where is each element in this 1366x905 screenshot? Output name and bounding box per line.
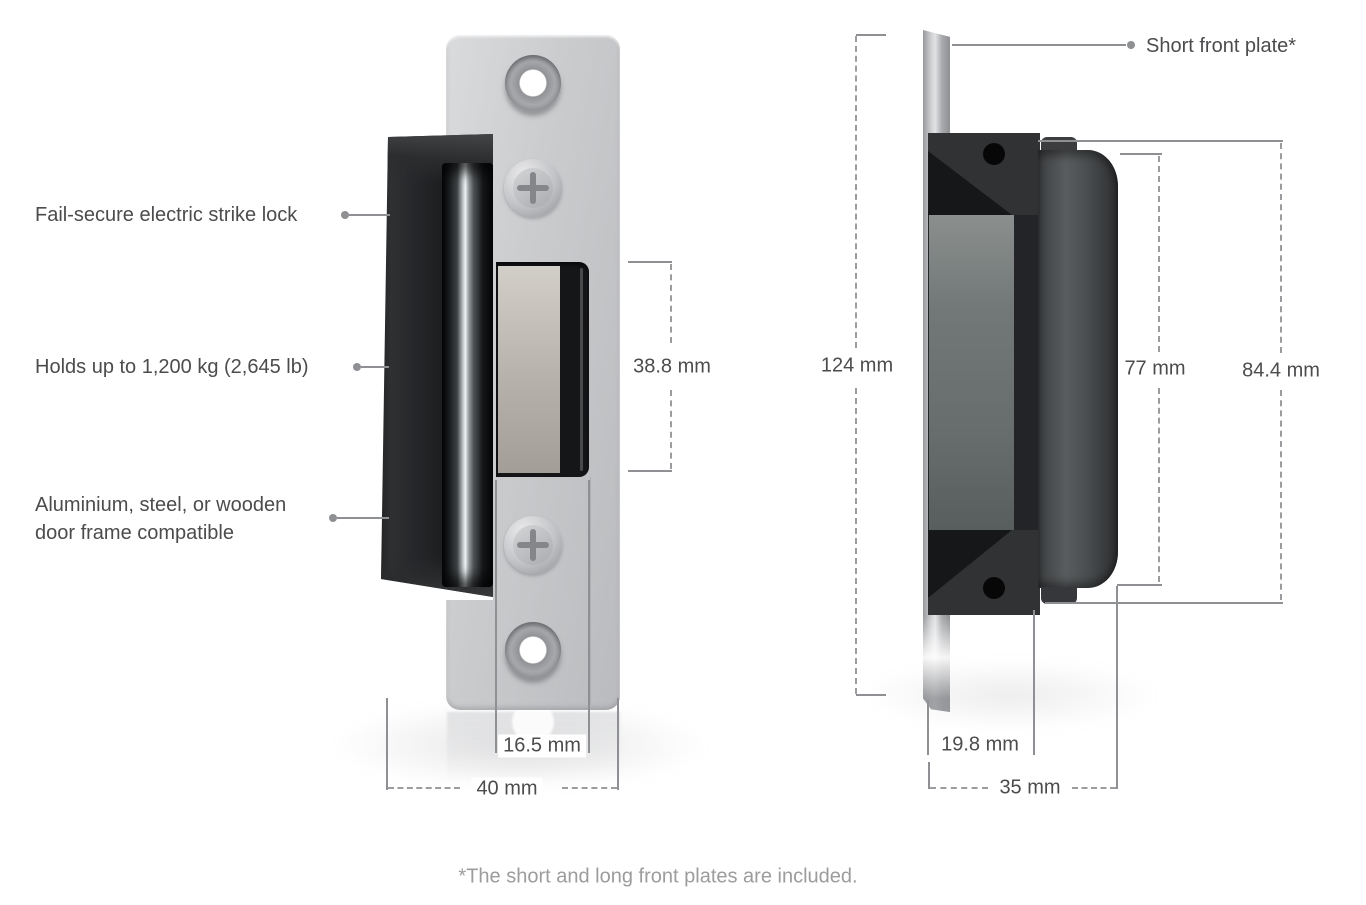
dim-label-overall-body-height: 84.4 mm — [1237, 359, 1325, 383]
dim-dashed-line — [1158, 156, 1160, 352]
screw-hole-top — [983, 143, 1005, 165]
dim-tick — [1038, 140, 1283, 142]
mounting-hole-bottom — [505, 622, 561, 678]
latch-keeper-face — [498, 266, 560, 473]
strike-channel — [442, 163, 493, 587]
dim-dashed-line — [1280, 390, 1282, 600]
callout-short-front-plate: Short front plate* — [1146, 35, 1297, 57]
dim-label-keeper-width: 16.5 mm — [498, 734, 586, 758]
dim-line — [588, 480, 590, 753]
leader-line — [952, 44, 1126, 46]
side-shadow — [860, 660, 1160, 730]
leader-line — [361, 366, 389, 368]
cavity-edge-highlight — [580, 268, 583, 471]
leader-line — [349, 214, 390, 216]
dim-line — [617, 698, 619, 790]
dim-tick — [1120, 153, 1162, 155]
dim-dashed-line — [1280, 143, 1282, 353]
leader-line — [337, 517, 389, 519]
dim-line — [927, 700, 929, 755]
dim-tick — [628, 470, 672, 472]
phillips-screw-bottom — [504, 516, 562, 574]
leader-dot — [353, 363, 361, 371]
dim-dashed-line — [930, 787, 988, 789]
front-plate-seam — [590, 477, 591, 705]
callout-door-frame-line1: Aluminium, steel, or wooden — [35, 494, 287, 516]
dim-label-depth: 35 mm — [994, 776, 1066, 800]
dim-dashed-line — [855, 36, 857, 348]
callout-door-frame: Aluminium, steel, or wooden door frame c… — [35, 491, 286, 547]
side-strike-body — [928, 133, 1040, 615]
dim-line — [1116, 586, 1118, 789]
dim-dashed-line — [562, 787, 617, 789]
leader-dot — [1127, 41, 1135, 49]
strike-cavity — [496, 262, 589, 477]
dim-tick — [1117, 584, 1162, 586]
dim-label-height: 124 mm — [815, 354, 899, 378]
footnote: *The short and long front plates are inc… — [458, 865, 858, 888]
mounting-hole-top — [505, 55, 561, 111]
callout-door-frame-line2: door frame compatible — [35, 522, 234, 544]
dim-tick — [856, 34, 886, 36]
dim-dashed-line — [855, 388, 857, 694]
dim-line — [1033, 610, 1035, 755]
dim-dashed-line — [1072, 787, 1116, 789]
dim-dashed-line — [670, 390, 672, 469]
dim-tick — [628, 261, 672, 263]
dim-label-body-depth: 19.8 mm — [936, 733, 1024, 757]
dim-dashed-line — [1158, 388, 1160, 582]
phillips-screw-top — [504, 159, 562, 217]
solenoid-housing — [1038, 150, 1118, 588]
dim-line — [495, 480, 497, 753]
leader-dot — [329, 514, 337, 522]
dim-line — [928, 762, 930, 789]
leader-dot — [341, 211, 349, 219]
dim-tick — [856, 694, 886, 696]
dim-line — [386, 698, 388, 790]
screw-hole-bottom — [983, 577, 1005, 599]
callout-holding-force: Holds up to 1,200 kg (2,645 lb) — [35, 356, 309, 378]
callout-fail-secure: Fail-secure electric strike lock — [35, 204, 298, 226]
dim-dashed-line — [388, 787, 460, 789]
dim-label-body-height: 77 mm — [1119, 357, 1191, 381]
electric-strike-body — [381, 134, 493, 597]
dim-label-width: 40 mm — [471, 777, 543, 801]
dim-label-keeper-height: 38.8 mm — [628, 355, 716, 379]
side-keeper-face — [929, 215, 1014, 530]
dim-dashed-line — [670, 264, 672, 343]
solenoid-bump-bottom — [1041, 587, 1077, 604]
dim-tick — [1045, 602, 1283, 604]
